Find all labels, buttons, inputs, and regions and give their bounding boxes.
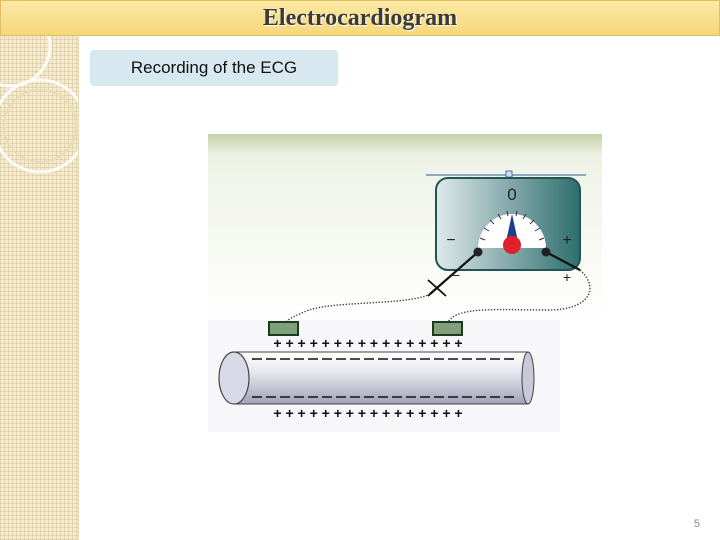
bottom-positive-charges: + + + + + + + + + + + + + + + + <box>273 405 462 421</box>
page-number: 5 <box>693 518 700 530</box>
ecg-recording-figure: 0 − + − + + + + + + + + + + + + + + + + … <box>208 134 602 432</box>
electrode-left <box>268 321 299 336</box>
decorative-circles <box>0 36 78 174</box>
nerve-fiber <box>218 351 535 405</box>
slide-title: Electrocardiogram <box>262 5 458 31</box>
galvanometer: 0 − + <box>426 170 586 271</box>
top-positive-charges: + + + + + + + + + + + + + + + + <box>273 335 462 351</box>
lead-plus-label: + <box>563 269 571 285</box>
subtitle-text: Recording of the ECG <box>130 58 298 77</box>
subtitle-box: Recording of the ECG <box>90 50 338 86</box>
positive-terminal <box>541 247 551 257</box>
side-decoration <box>0 36 79 540</box>
ecg-diagram: 0 − + − + + + + + + + + + + + + + + + + … <box>208 134 602 432</box>
title-bar: Electrocardiogram <box>0 0 720 36</box>
cable-wires <box>283 269 591 327</box>
lead-minus-label: − <box>452 267 460 283</box>
electrode-right <box>432 321 463 336</box>
meter-plus-label: + <box>562 232 571 249</box>
negative-terminal <box>473 247 483 257</box>
meter-zero-label: 0 <box>507 185 516 204</box>
meter-minus-label: − <box>446 232 455 249</box>
